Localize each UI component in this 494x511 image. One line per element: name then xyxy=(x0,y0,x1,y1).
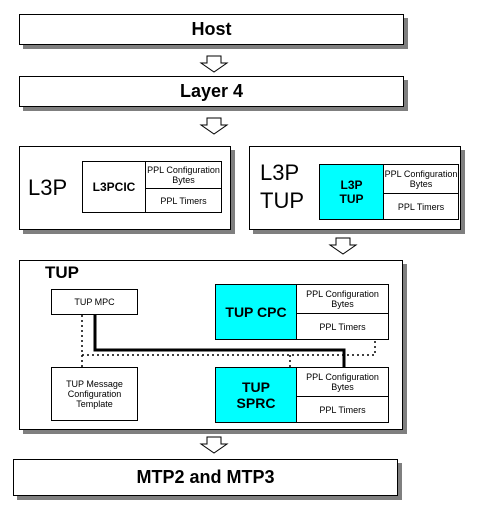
l3p-tup-title-line1: L3P xyxy=(260,160,300,185)
tup-box: TUP TUP MPC TUP Message Configuration Te… xyxy=(19,260,403,430)
mtp-box: MTP2 and MTP3 xyxy=(13,459,398,496)
l3p-tup-ppl-config-label: PPL Configuration Bytes xyxy=(384,169,458,189)
down-arrow-icon xyxy=(328,237,358,255)
layer4-label: Layer 4 xyxy=(179,81,244,101)
tup-mpc-label: TUP MPC xyxy=(74,297,115,307)
l3pcic-module: L3PCIC xyxy=(82,161,146,213)
tup-cpc-ppl-config-label: PPL Configuration Bytes xyxy=(306,289,379,309)
down-arrow-icon xyxy=(199,436,229,454)
tup-message-template-label: TUP Message Configuration Template xyxy=(66,379,123,409)
tup-sprc-ppl-timers: PPL Timers xyxy=(296,396,389,423)
l3p-tup-module-label: L3P TUP xyxy=(339,178,364,206)
l3p-tup-ppl-timers-label: PPL Timers xyxy=(397,201,445,212)
l3p-tup-title-line2: TUP xyxy=(260,188,304,213)
l3p-box: L3P L3PCIC PPL Configuration Bytes PPL T… xyxy=(19,146,231,230)
l3p-ppl-config: PPL Configuration Bytes xyxy=(145,161,222,189)
down-arrow-icon xyxy=(199,55,229,73)
tup-connector-lines xyxy=(81,315,376,367)
down-arrow-icon xyxy=(199,117,229,135)
tup-sprc-ppl-config-label: PPL Configuration Bytes xyxy=(306,372,379,392)
l3p-ppl-config-label: PPL Configuration Bytes xyxy=(147,165,220,185)
l3pcic-label: L3PCIC xyxy=(92,180,136,194)
tup-mpc-box: TUP MPC xyxy=(51,289,138,315)
tup-sprc-label: TUP SPRC xyxy=(236,379,276,411)
host-box: Host xyxy=(19,14,404,45)
tup-message-template-box: TUP Message Configuration Template xyxy=(51,367,138,421)
tup-cpc-ppl-timers-label: PPL Timers xyxy=(319,321,366,332)
mtp-label: MTP2 and MTP3 xyxy=(136,467,275,487)
l3p-tup-ppl-timers: PPL Timers xyxy=(383,193,459,220)
tup-sprc-ppl-timers-label: PPL Timers xyxy=(319,404,366,415)
l3p-title: L3P xyxy=(28,175,68,200)
host-label: Host xyxy=(191,19,232,39)
tup-sprc-module: TUP SPRC xyxy=(215,367,297,423)
l3p-ppl-timers: PPL Timers xyxy=(145,188,222,213)
l3p-ppl-timers-label: PPL Timers xyxy=(160,195,207,206)
tup-cpc-label: TUP CPC xyxy=(225,304,287,320)
tup-title: TUP xyxy=(45,263,79,282)
l3p-tup-module: L3P TUP xyxy=(319,164,384,220)
dotted-connector xyxy=(81,315,376,356)
layer4-box: Layer 4 xyxy=(19,76,404,107)
l3p-tup-ppl-config: PPL Configuration Bytes xyxy=(383,164,459,194)
solid-connector xyxy=(93,315,346,367)
l3p-tup-box: L3P TUP L3P TUP PPL Configuration Bytes … xyxy=(249,146,461,230)
tup-cpc-ppl-timers: PPL Timers xyxy=(296,313,389,340)
l3p-tup-title: L3P TUP xyxy=(260,159,304,215)
tup-cpc-module: TUP CPC xyxy=(215,284,297,340)
